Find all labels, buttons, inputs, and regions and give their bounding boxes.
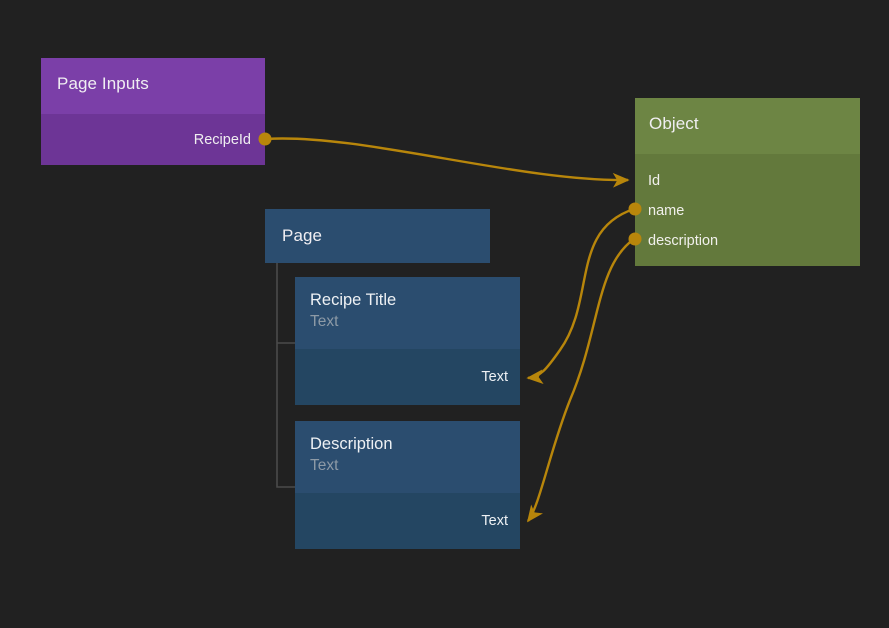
node-description-title: Description: [310, 435, 393, 453]
port-label-description-text: Text: [481, 513, 508, 529]
node-description[interactable]: Description Text Text: [295, 421, 520, 549]
node-description-header: Description Text: [295, 421, 520, 493]
field-row-name[interactable]: name: [635, 196, 860, 226]
node-page-inputs-body: RecipeId: [41, 114, 265, 165]
node-object-header: Object: [635, 98, 860, 154]
port-label-recipeid: RecipeId: [193, 131, 251, 148]
port-label-recipe-title-text: Text: [481, 369, 508, 385]
node-recipe-title-body: Text: [295, 349, 520, 405]
node-object-body: Id name description: [635, 154, 860, 266]
node-description-body: Text: [295, 493, 520, 549]
port-row-recipeid[interactable]: RecipeId: [41, 114, 265, 165]
node-recipe-title-title: Recipe Title: [310, 291, 397, 309]
node-description-subtitle: Text: [310, 457, 339, 474]
node-recipe-title[interactable]: Recipe Title Text Text: [295, 277, 520, 405]
field-label-name: name: [648, 203, 685, 219]
node-recipe-title-subtitle: Text: [310, 313, 339, 330]
node-object-title: Object: [649, 114, 699, 133]
node-page[interactable]: Page: [265, 209, 490, 263]
edge-name-to-recipe-title[interactable]: [526, 207, 635, 385]
port-row-recipe-title-text[interactable]: Text: [295, 349, 520, 405]
node-page-title: Page: [282, 226, 323, 245]
field-row-description[interactable]: description: [635, 226, 860, 256]
edge-description-to-description[interactable]: [526, 238, 635, 523]
node-page-inputs-header: Page Inputs: [41, 58, 265, 114]
node-page-header: Page: [265, 209, 490, 263]
node-page-inputs-title: Page Inputs: [57, 74, 149, 93]
node-object[interactable]: Object Id name description: [635, 98, 860, 266]
node-page-inputs[interactable]: Page Inputs RecipeId: [41, 58, 265, 165]
field-label-id: Id: [648, 173, 661, 189]
field-row-id[interactable]: Id: [635, 166, 860, 196]
port-row-description-text[interactable]: Text: [295, 493, 520, 549]
edge-recipeid-to-id[interactable]: [265, 137, 630, 188]
field-label-description: description: [648, 233, 719, 249]
node-recipe-title-header: Recipe Title Text: [295, 277, 520, 349]
